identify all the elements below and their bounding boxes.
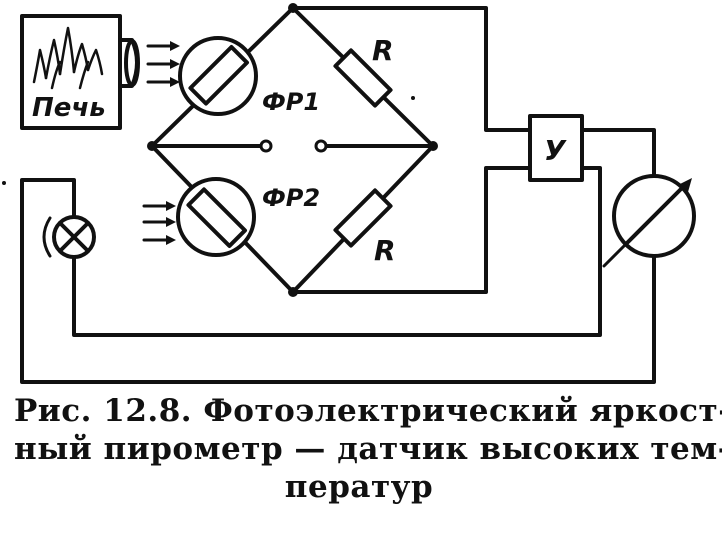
furnace-label: Печь: [32, 93, 106, 123]
amplifier-label: У: [544, 134, 567, 167]
furnace-block: [20, 14, 140, 130]
terminal-left: [259, 139, 273, 153]
resistor-bottom: [333, 188, 393, 248]
figure-caption: Рис. 12.8. Фотоэлектрический яркост- ный…: [14, 392, 722, 506]
meter-arrow-icon: [680, 178, 692, 192]
photoresistor-1: [178, 36, 258, 116]
resistor-top-label: R: [372, 34, 394, 67]
photoresistor-2-label: ФР2: [262, 184, 320, 212]
light-rays-top: [146, 44, 174, 84]
meter-icon: [602, 174, 696, 268]
amplifier-box: [528, 114, 584, 182]
furnace-lens: [124, 39, 140, 87]
caption-line-1: Рис. 12.8. Фотоэлектрический яркост-: [14, 393, 722, 429]
resistor-top: [333, 48, 393, 108]
photoresistor-2: [176, 177, 256, 257]
lamp-icon: [42, 215, 96, 259]
caption-line-2: ный пирометр — датчик высоких тем-: [14, 431, 722, 467]
terminal-right: [314, 139, 328, 153]
resistor-bottom-label: R: [374, 234, 396, 267]
pyrometer-schematic: Печь ФР1 ФР2 R R У: [2, 3, 696, 384]
photoresistor-1-label: ФР1: [262, 88, 320, 116]
light-rays-bottom: [142, 204, 170, 242]
caption-line-3: ператур: [284, 469, 434, 505]
flame-icon: [32, 26, 104, 90]
